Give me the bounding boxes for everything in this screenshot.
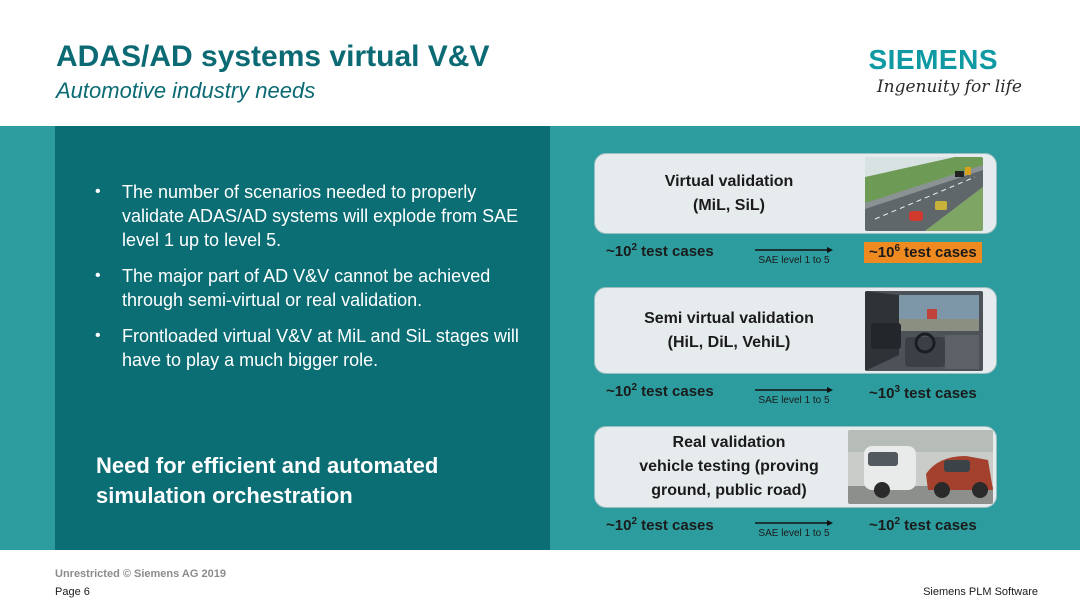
siemens-logo: SIEMENS Ingenuity for life (868, 44, 1022, 97)
real-left-cases: ~102 test cases (606, 516, 714, 534)
driving-simulator-image (865, 291, 983, 371)
semi-right-cases: ~103 test cases (869, 384, 977, 402)
brand-name: SIEMENS (868, 44, 998, 75)
bullet-item: The major part of AD V&V cannot be achie… (95, 264, 525, 312)
header: ADAS/AD systems virtual V&V Automotive i… (0, 0, 1080, 126)
real-right-cases: ~102 test cases (869, 516, 977, 534)
validation-title: Virtual validation (MiL, SiL) (595, 170, 863, 218)
virtual-validation-box: Virtual validation (MiL, SiL) (594, 153, 997, 234)
slide-title: ADAS/AD systems virtual V&V (56, 40, 490, 73)
company-name: Siemens PLM Software (923, 586, 1038, 598)
real-validation-box: Real validation vehicle testing (proving… (594, 426, 997, 508)
sae-label: SAE level 1 to 5 (758, 255, 830, 266)
simulation-image (865, 157, 983, 231)
validation-line: (MiL, SiL) (693, 197, 765, 214)
validation-line: Semi virtual validation (644, 310, 814, 327)
page-number: Page 6 (55, 586, 90, 598)
validation-line: Real validation (672, 434, 786, 451)
bullet-list: The number of scenarios needed to proper… (95, 180, 525, 384)
validation-title: Semi virtual validation (HiL, DiL, VehiL… (595, 307, 863, 355)
validation-line: (HiL, DiL, VehiL) (667, 334, 791, 351)
virtual-left-cases: ~102 test cases (606, 242, 714, 260)
validation-line: vehicle testing (proving (639, 458, 819, 475)
validation-title: Real validation vehicle testing (proving… (595, 431, 863, 503)
vehicle-test-image (848, 430, 993, 504)
brand-tagline: Ingenuity for life (876, 77, 1022, 97)
classification-label: Unrestricted © Siemens AG 2019 (55, 568, 226, 580)
validation-line: Virtual validation (664, 173, 794, 190)
arrow-right-icon (755, 247, 833, 253)
sae-label: SAE level 1 to 5 (758, 395, 830, 406)
bullet-item: Frontloaded virtual V&V at MiL and SiL s… (95, 324, 525, 372)
semi-left-cases: ~102 test cases (606, 382, 714, 400)
semi-virtual-validation-box: Semi virtual validation (HiL, DiL, VehiL… (594, 287, 997, 374)
virtual-right-cases: ~106 test cases (864, 242, 982, 263)
slide-subtitle: Automotive industry needs (56, 78, 316, 103)
sae-label: SAE level 1 to 5 (758, 528, 830, 539)
arrow-right-icon (755, 387, 833, 393)
validation-line: ground, public road) (651, 482, 807, 499)
arrow-right-icon (755, 520, 833, 526)
bullet-item: The number of scenarios needed to proper… (95, 180, 525, 252)
need-statement: Need for efficient and automated simulat… (96, 453, 439, 508)
